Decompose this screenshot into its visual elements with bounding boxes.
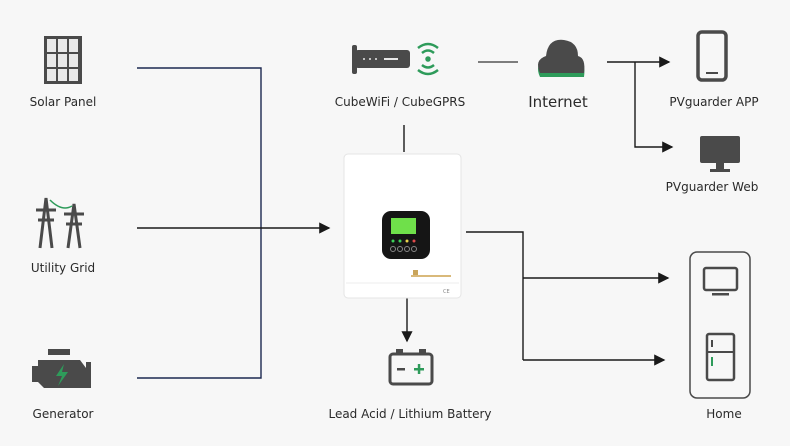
solar-panel-icon — [44, 36, 82, 84]
svg-text:CE: CE — [443, 289, 450, 295]
battery-icon — [388, 349, 434, 386]
internet-label: Internet — [528, 93, 588, 111]
utility-grid-icon — [36, 197, 84, 249]
solar-panel-label: Solar Panel — [29, 95, 97, 109]
web-label: PVguarder Web — [665, 180, 759, 194]
utility-grid-label: Utility Grid — [30, 261, 96, 275]
fridge-icon — [705, 332, 736, 382]
inverter-output-line — [466, 231, 524, 360]
home-label: Home — [706, 407, 742, 421]
monitor-icon — [700, 136, 740, 172]
generator-icon — [32, 349, 91, 388]
phone-icon — [696, 30, 728, 82]
tv-icon — [702, 266, 739, 296]
inverter-lcd-screen — [391, 218, 416, 234]
hybrid-inverter: CE — [343, 153, 462, 299]
home-enclosure — [689, 251, 751, 399]
cube-label: CubeWiFi / CubeGPRS — [334, 95, 466, 109]
generator-label: Generator — [32, 407, 94, 421]
battery-label: Lead Acid / Lithium Battery — [328, 407, 492, 421]
cloud-icon — [538, 39, 585, 77]
input-bus-lines — [137, 67, 262, 379]
cube-wifi-icon — [352, 42, 439, 76]
app-label: PVguarder APP — [669, 95, 759, 109]
internet-to-web-arrow — [634, 62, 674, 153]
